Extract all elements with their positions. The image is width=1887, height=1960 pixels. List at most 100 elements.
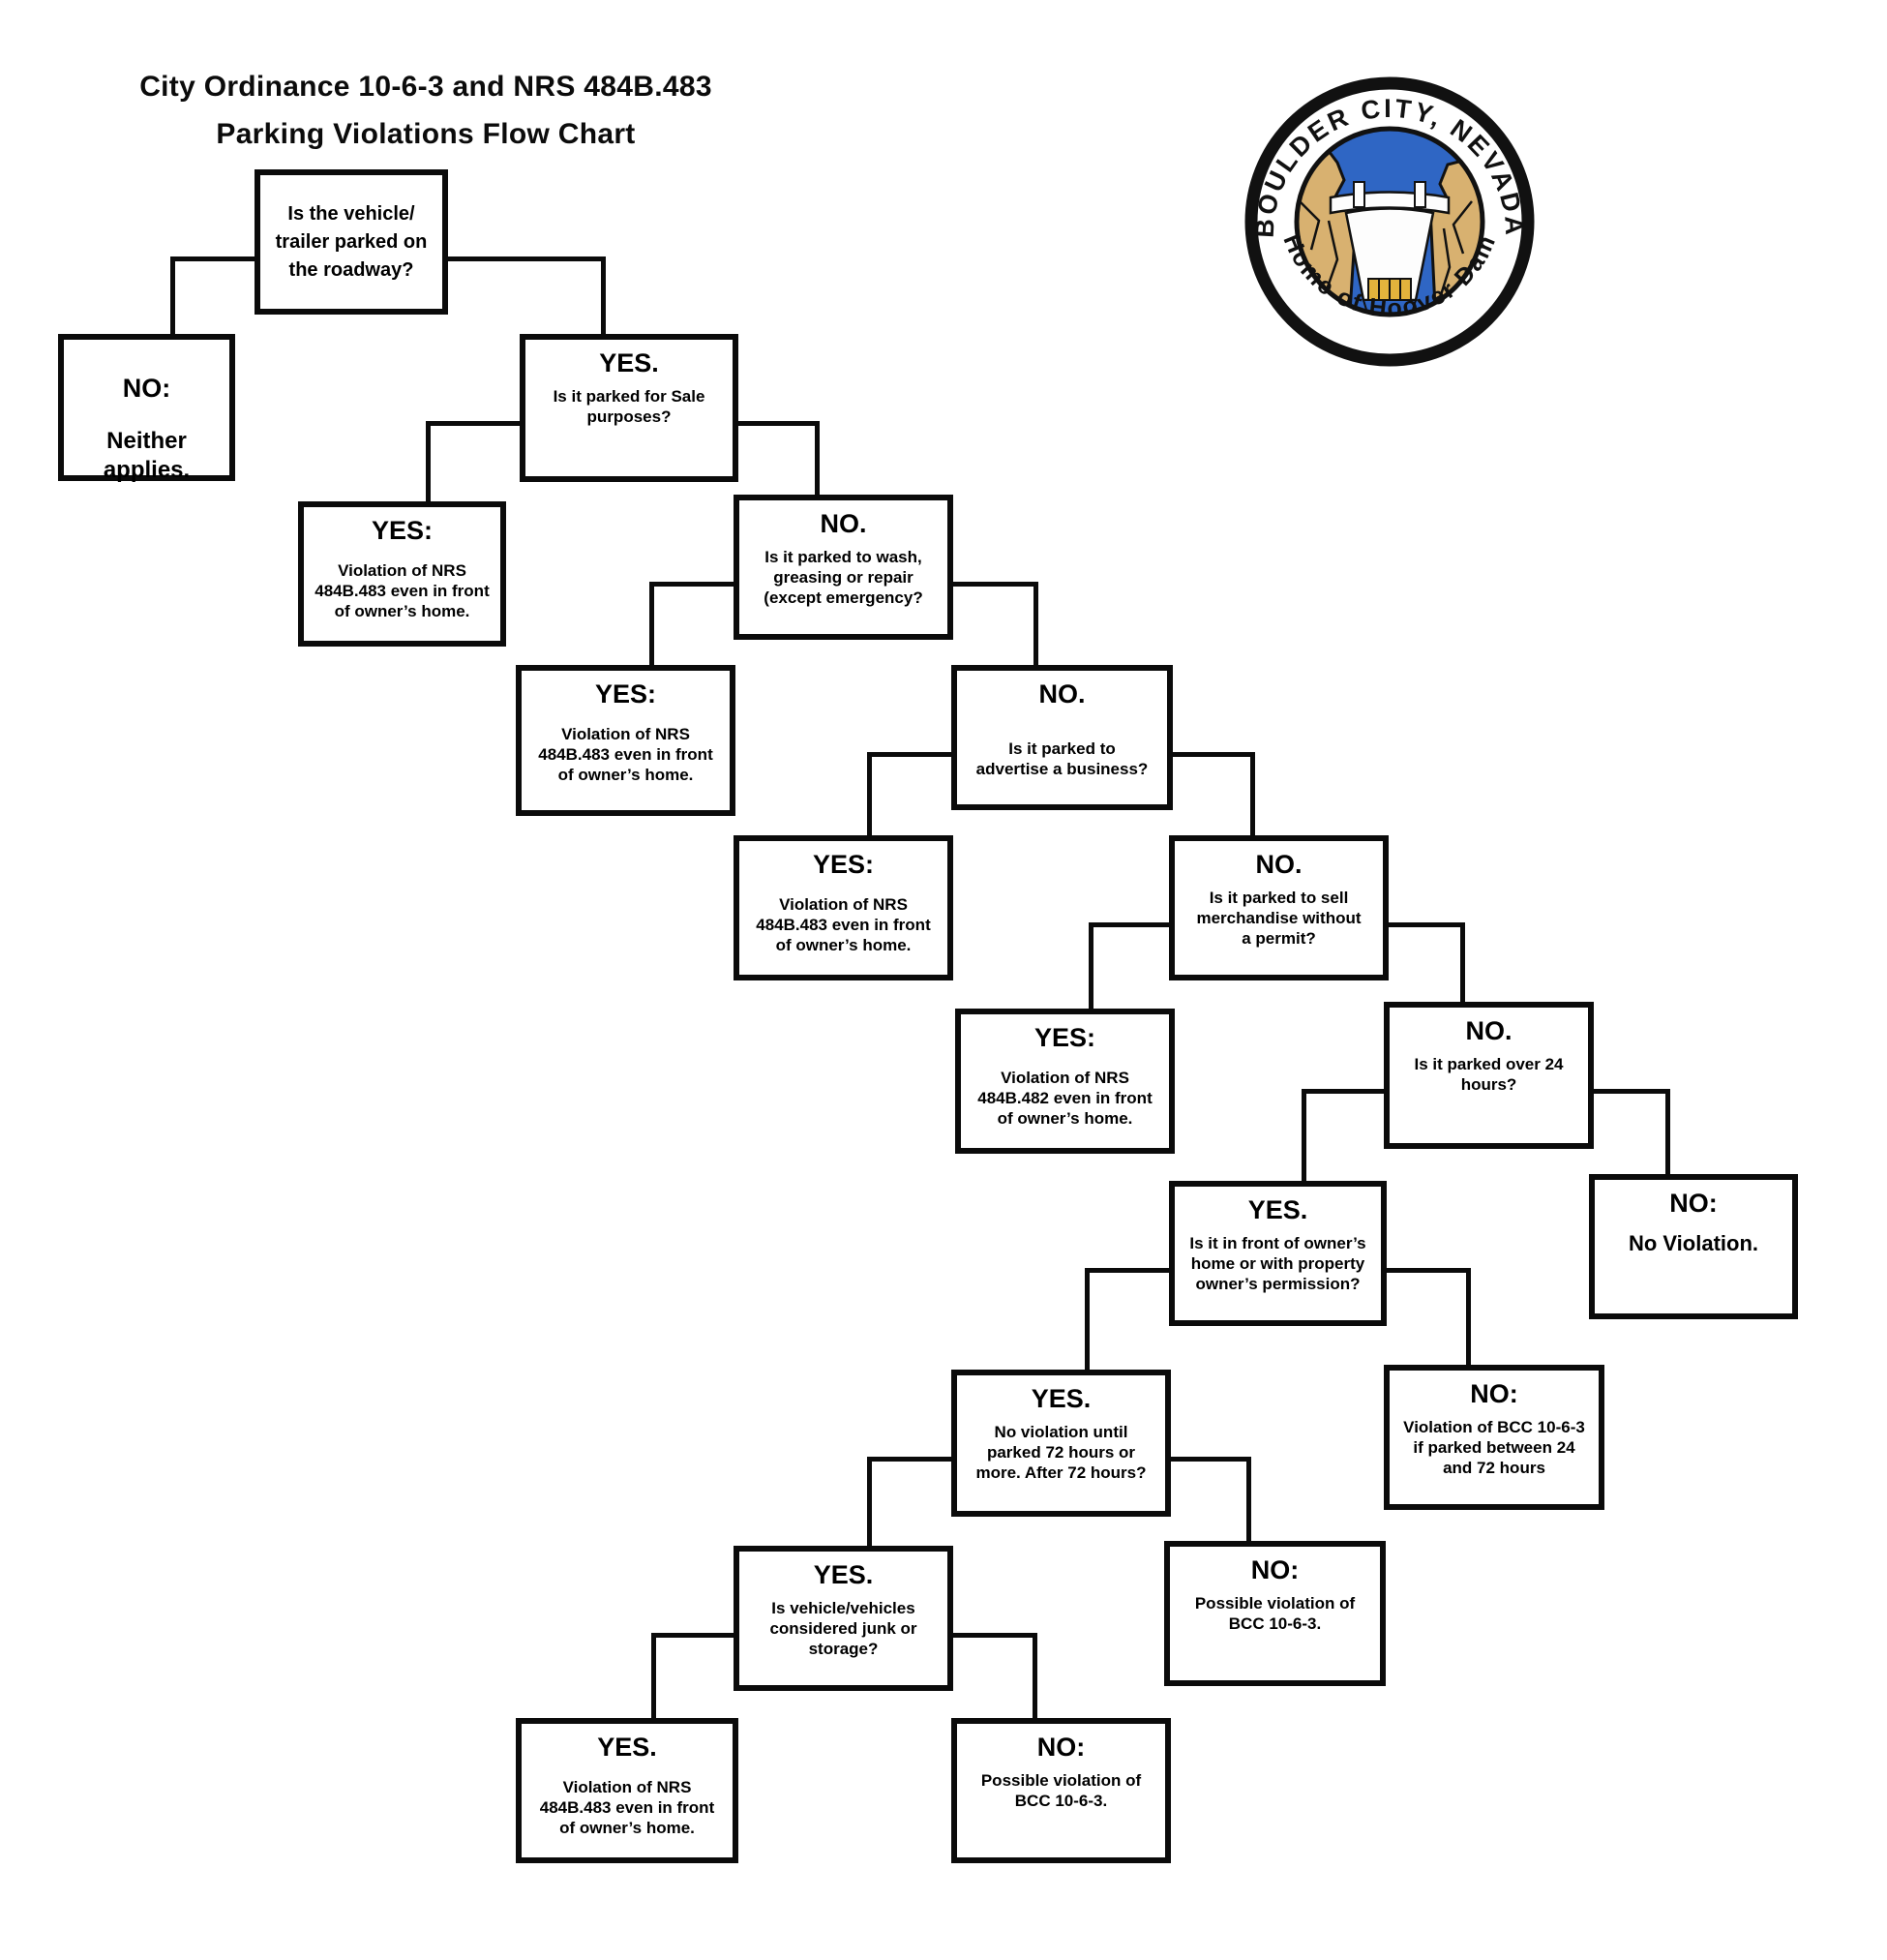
- seal-dam-face: [1344, 207, 1435, 302]
- connector-line: [738, 421, 818, 426]
- connector-line: [1087, 1268, 1169, 1273]
- flow-node-M: NO: No Violation.: [1589, 1174, 1798, 1319]
- seal-inner-ring: [1294, 126, 1485, 317]
- connector-line: [1246, 1457, 1251, 1541]
- node-heading: YES:: [371, 516, 434, 545]
- connector-line: [1091, 922, 1169, 927]
- connector-line: [1465, 1268, 1471, 1365]
- flow-node-S: NO: Possible violation of BCC 10-6-3.: [951, 1718, 1171, 1863]
- node-heading: NO.: [1465, 1016, 1513, 1045]
- connector-line: [1303, 1089, 1384, 1094]
- flow-node-P: YES. Is vehicle/vehicles considered junk …: [734, 1546, 953, 1691]
- node-body: Is vehicle/vehicles considered junk or s…: [769, 1598, 917, 1659]
- flow-node-C: YES. Is it parked for Sale purposes?: [520, 334, 738, 482]
- node-heading: YES:: [1033, 1023, 1096, 1052]
- node-heading: NO.: [1255, 850, 1303, 879]
- title-line-1: City Ordinance 10-6-3 and NRS 484B.483: [139, 71, 712, 103]
- connector-line: [649, 582, 654, 665]
- node-body: Violation of NRS 484B.483 even in front …: [538, 724, 713, 785]
- node-heading: YES.: [1031, 1384, 1092, 1413]
- node-heading: YES.: [813, 1560, 874, 1589]
- node-heading: NO:: [1250, 1555, 1300, 1584]
- node-body: Is it parked for Sale purposes?: [553, 386, 705, 426]
- connector-line: [172, 256, 255, 261]
- connector-line: [653, 1633, 734, 1638]
- seal-intake-tower: [1414, 181, 1426, 208]
- connector-line: [953, 582, 1036, 587]
- seal-powerhouse-windows: [1378, 279, 1401, 300]
- node-heading: NO:: [1470, 1379, 1518, 1408]
- node-heading: YES.: [599, 348, 659, 377]
- node-body: Neither applies.: [103, 427, 191, 483]
- connector-line: [815, 421, 820, 495]
- node-body: Is it parked to wash, greasing or repair…: [764, 547, 923, 608]
- connector-line: [651, 582, 734, 587]
- node-heading: NO:: [122, 374, 171, 403]
- connector-line: [600, 256, 606, 334]
- flow-node-H: YES: Violation of NRS 484B.483 even in fr…: [734, 835, 953, 980]
- node-body: Is it parked to advertise a business?: [975, 739, 1149, 778]
- connector-line: [1302, 1089, 1306, 1181]
- connector-line: [1460, 922, 1465, 1002]
- connector-line: [1387, 1268, 1468, 1273]
- flow-node-Q: NO: Possible violation of BCC 10-6-3.: [1164, 1541, 1386, 1686]
- node-body: Violation of NRS 484B.483 even in front …: [314, 560, 490, 621]
- node-heading: NO:: [1669, 1189, 1718, 1218]
- flow-node-D: YES: Violation of NRS 484B.483 even in fr…: [298, 501, 506, 647]
- connector-line: [1033, 1633, 1037, 1718]
- seal-intake-tower: [1353, 181, 1365, 208]
- connector-line: [869, 752, 951, 757]
- node-body: Violation of NRS 484B.482 even in front …: [977, 1068, 1153, 1129]
- connector-line: [869, 1457, 951, 1462]
- connector-line: [1664, 1089, 1670, 1174]
- flow-node-L: YES. Is it in front of owner’s home or wi…: [1169, 1181, 1387, 1326]
- node-body: Possible violation of BCC 10-6-3.: [980, 1770, 1142, 1810]
- connector-line: [1171, 1457, 1249, 1462]
- node-heading: NO:: [1036, 1733, 1086, 1762]
- node-body: Possible violation of BCC 10-6-3.: [1194, 1593, 1356, 1633]
- flow-node-I: NO. Is it parked to sell merchandise with…: [1169, 835, 1389, 980]
- node-body: Violation of NRS 484B.483 even in front …: [539, 1777, 715, 1838]
- flow-node-E: NO. Is it parked to wash, greasing or rep…: [734, 495, 953, 640]
- flow-node-A: Is the vehicle/ trailer parked on the ro…: [255, 169, 448, 315]
- node-heading: YES.: [1247, 1195, 1308, 1224]
- node-heading: YES.: [597, 1733, 657, 1762]
- node-body: Is it in front of owner’s home or with p…: [1189, 1233, 1366, 1294]
- connector-line: [428, 421, 520, 426]
- page-title: City Ordinance 10-6-3 and NRS 484B.483 P…: [97, 64, 755, 158]
- node-body: Is it parked over 24 hours?: [1414, 1054, 1564, 1094]
- node-heading: YES:: [812, 850, 875, 879]
- flow-node-B: NO: Neither applies.: [58, 334, 235, 483]
- connector-line: [650, 1633, 656, 1718]
- connector-line: [1594, 1089, 1667, 1094]
- node-body: Is the vehicle/ trailer parked on the ro…: [275, 202, 428, 281]
- connector-line: [1250, 752, 1255, 835]
- flow-node-J: YES: Violation of NRS 484B.482 even in fr…: [955, 1009, 1175, 1154]
- connector-line: [426, 421, 431, 501]
- flow-node-N: YES. No violation until parked 72 hours o…: [951, 1370, 1171, 1517]
- connector-line: [1089, 922, 1093, 1009]
- connector-line: [1173, 752, 1253, 757]
- connector-line: [170, 256, 175, 334]
- flow-node-R: YES. Violation of NRS 484B.483 even in fr…: [516, 1718, 738, 1863]
- connector-line: [1085, 1268, 1090, 1370]
- connector-line: [1033, 582, 1038, 665]
- node-body: Violation of BCC 10-6-3 if parked betwee…: [1403, 1417, 1585, 1478]
- boulder-city-seal: BOULDER CITY, NEVADA Home of Hoover Dam: [1244, 76, 1535, 367]
- flow-node-K: NO. Is it parked over 24 hours?: [1384, 1002, 1594, 1149]
- connector-line: [1389, 922, 1463, 927]
- connector-line: [448, 256, 603, 261]
- connector-line: [867, 752, 872, 835]
- node-body: Violation of NRS 484B.483 even in front …: [756, 894, 931, 955]
- node-body: Is it parked to sell merchandise without…: [1196, 888, 1362, 949]
- node-heading: NO.: [820, 509, 867, 538]
- node-body: No violation until parked 72 hours or mo…: [975, 1422, 1147, 1483]
- flow-node-O: NO: Violation of BCC 10-6-3 if parked bet…: [1384, 1365, 1604, 1510]
- connector-line: [953, 1633, 1035, 1638]
- node-heading: NO.: [1038, 679, 1086, 709]
- connector-line: [867, 1457, 872, 1546]
- node-heading: YES:: [594, 679, 657, 709]
- node-body: No Violation.: [1628, 1230, 1759, 1255]
- flow-node-F: YES: Violation of NRS 484B.483 even in fr…: [516, 665, 735, 816]
